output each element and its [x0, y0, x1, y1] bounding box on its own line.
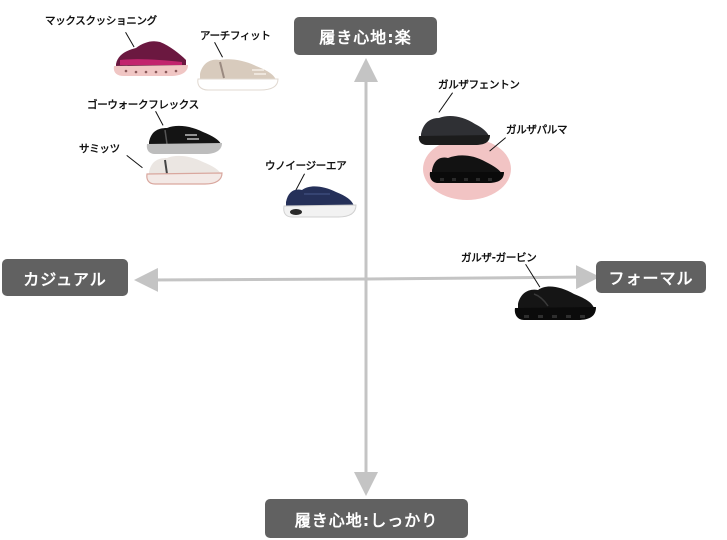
product-label: ウノイージーエア [265, 160, 347, 172]
product-label: ゴーウォークフレックス [87, 99, 199, 111]
product-label: ガルザ-ガービン [461, 252, 537, 264]
product-label: アーチフィット [200, 30, 271, 42]
shoe-image-go-walk-flex [145, 122, 223, 156]
product-label: マックスクッショニング [45, 15, 157, 27]
axis-label-bottom: 履き心地:しっかり [265, 499, 468, 538]
shoe-image-garza-fenton [417, 112, 491, 148]
product-label: サミッツ [79, 143, 120, 155]
shoe-image-garza-garvin [512, 282, 598, 322]
axis-label-left: カジュアル [2, 259, 128, 296]
shoe-image-summits [145, 152, 223, 186]
product-label: ガルザフェントン [438, 79, 520, 91]
shoe-image-arch-fit [196, 52, 280, 92]
axis-label-top: 履き心地:楽 [294, 17, 437, 55]
shoe-image-garza-palma [428, 150, 506, 186]
product-label: ガルザパルマ [506, 124, 568, 136]
shoe-image-uno-easy-air [280, 182, 358, 220]
shoe-image-max-cushioning [110, 38, 190, 78]
axis-label-right: フォーマル [596, 261, 706, 293]
